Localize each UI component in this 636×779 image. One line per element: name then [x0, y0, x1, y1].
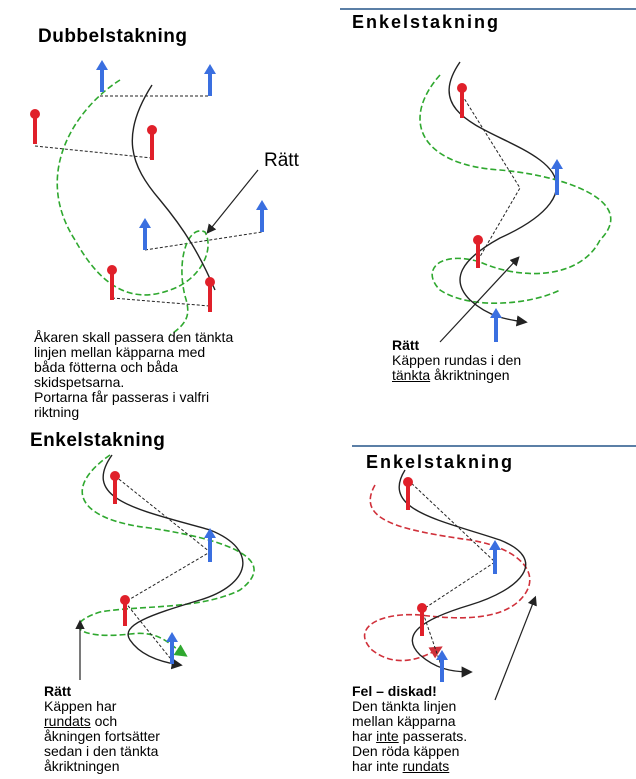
caption-line: Den röda käppen	[352, 743, 460, 759]
pointer-arrow	[206, 169, 259, 234]
caption-underlined: rundats	[402, 758, 450, 774]
red-pole	[457, 83, 467, 118]
caption-line: åkriktningen	[430, 367, 510, 383]
green-ski-path	[77, 454, 255, 657]
title-enkelstakning-2: Enkelstakning	[30, 430, 166, 451]
caption-heading: Rätt	[44, 683, 72, 699]
blue-pole	[204, 528, 216, 562]
caption-line: Portarna får passeras i valfri	[34, 389, 210, 405]
red-pole	[473, 235, 483, 268]
red-pole	[403, 477, 413, 510]
red-pole	[30, 109, 40, 144]
red-pole	[110, 471, 120, 504]
blue-pole	[96, 60, 108, 92]
caption-line: båda fötterna och båda	[34, 359, 179, 375]
caption-line: riktning	[34, 404, 80, 420]
blue-pole	[489, 540, 501, 574]
red-pole	[107, 265, 117, 300]
green-ski-path	[56, 79, 209, 336]
caption-line: linjen mellan käpparna med	[34, 344, 206, 360]
panel-enkelstakning-3	[363, 469, 537, 701]
caption-heading: Rätt	[392, 337, 420, 353]
pointer-arrow	[494, 595, 537, 701]
caption-enkel-1: Rätt Käppen rundas i den tänkta åkriktni…	[392, 338, 521, 383]
blue-pole	[139, 218, 151, 250]
caption-underlined: inte	[376, 728, 399, 744]
gate-line	[407, 479, 496, 669]
caption-line: mellan käpparna	[352, 713, 456, 729]
caption-line: sedan i den tänkta	[44, 743, 159, 759]
red-pole	[205, 277, 215, 312]
gate-line	[461, 94, 521, 261]
caption-enkel-3: Fel – diskad! Den tänkta linjen mellan k…	[352, 684, 467, 774]
blue-pole	[551, 159, 563, 195]
panel-dubbelstakning	[30, 60, 268, 336]
caption-line: åkningen fortsätter	[44, 728, 160, 744]
ski-track	[398, 469, 527, 678]
panel-enkelstakning-2	[75, 454, 255, 680]
header-rule-bottom-right	[352, 445, 636, 447]
pointer-arrow	[439, 256, 520, 343]
caption-line: har	[352, 728, 377, 744]
caption-enkel-2: Rätt Käppen har rundats och åkningen for…	[44, 684, 160, 774]
title-enkelstakning-3: Enkelstakning	[366, 452, 515, 472]
caption-line: har inte	[352, 758, 403, 774]
caption-underlined: tänkta	[392, 367, 431, 383]
blue-pole	[204, 64, 216, 96]
caption-line: åkriktningen	[44, 758, 120, 774]
gate-line	[111, 297, 211, 307]
red-pole	[147, 125, 157, 160]
blue-pole	[166, 632, 178, 664]
gate-line	[144, 231, 263, 251]
title-dubbelstakning: Dubbelstakning	[38, 26, 188, 47]
ski-track	[102, 454, 244, 670]
red-pole	[417, 603, 427, 636]
header-rule-top-right	[340, 8, 636, 10]
caption-line: Åkaren skall passera den tänkta	[34, 329, 234, 345]
ski-track	[131, 84, 216, 291]
ski-track	[448, 61, 557, 327]
caption-line: Käppen har	[44, 698, 117, 714]
green-ski-path	[419, 74, 612, 304]
blue-pole	[490, 308, 502, 342]
red-pole	[120, 595, 130, 626]
gate-line	[114, 475, 211, 659]
blue-pole	[256, 200, 268, 232]
caption-line: och	[90, 713, 118, 729]
red-ski-path	[363, 484, 531, 662]
caption-line: Käppen rundas i den	[392, 352, 522, 368]
caption-underlined: rundats	[44, 713, 91, 729]
title-enkelstakning-1: Enkelstakning	[352, 12, 501, 32]
caption-dubbel: Åkaren skall passera den tänkta linjen m…	[34, 330, 233, 420]
caption-line: Den tänkta linjen	[352, 698, 457, 714]
blue-pole	[436, 650, 448, 682]
caption-heading: Fel – diskad!	[352, 683, 437, 699]
panel-enkelstakning-1	[419, 61, 612, 343]
caption-line: skidspetsarna.	[34, 374, 125, 390]
caption-line: passerats.	[398, 728, 468, 744]
label-ratt-dubbel: Rätt	[264, 150, 299, 171]
